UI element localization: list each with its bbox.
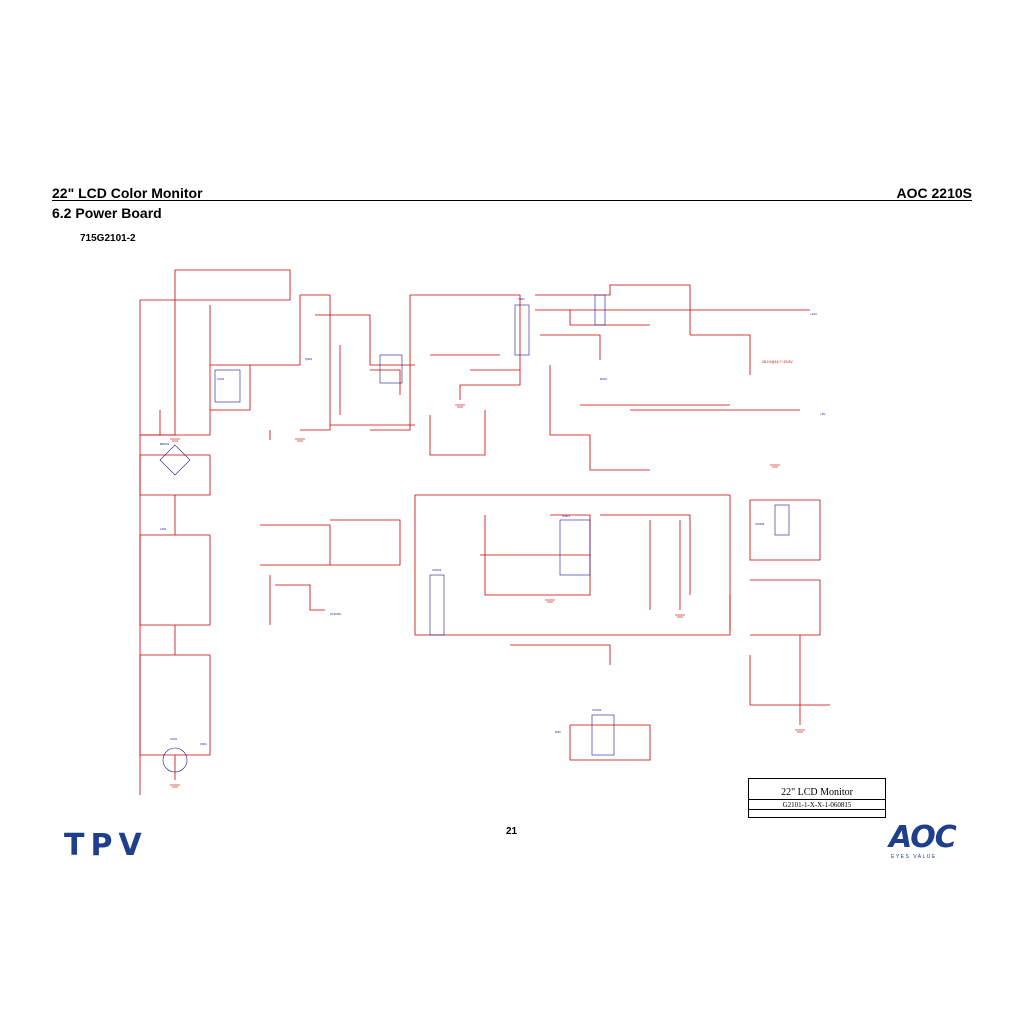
aoc-logo-tagline: EYES VALUE: [891, 854, 937, 860]
power-board-schematic: BD901 U901 Q901 T901 IC901 CN901 CN902 C…: [139, 269, 830, 795]
label-l901: L901: [160, 527, 167, 531]
aoc-logo: AOC EYES VALUE: [885, 820, 961, 862]
label-cn902: CN902: [592, 708, 602, 712]
label-ic901: IC901: [562, 514, 570, 518]
label-f901: F901: [200, 742, 207, 746]
title-block-document-number: G2101-1-X-X-1-060815: [782, 801, 852, 809]
title-block-rule: [749, 799, 885, 800]
title-block-rule: [749, 809, 885, 810]
title-block: 22" LCD Monitor G2101-1-X-X-1-060815: [748, 778, 886, 818]
tpv-logo: TPV: [64, 828, 148, 863]
component-labels: BD901 U901 Q901 T901 IC901 CN901 CN902 C…: [160, 297, 825, 746]
model-name: AOC 2210S: [896, 185, 972, 201]
component-bodies: [159, 294, 790, 773]
ground-symbols: [170, 404, 805, 788]
board-number: 715G2101-2: [80, 233, 136, 244]
title-block-title: 22" LCD Monitor: [781, 787, 853, 798]
section-title: 6.2 Power Board: [52, 205, 162, 221]
label-c901: C901: [170, 737, 178, 741]
net-dim: DIM: [555, 730, 561, 734]
label-t901: T901: [518, 297, 525, 301]
voltage-annotation: 28.1V@16.7~29.5V: [762, 360, 793, 364]
label-bd901: BD901: [160, 442, 170, 446]
document-title: 22" LCD Color Monitor: [52, 185, 203, 201]
label-q901: Q901: [305, 357, 313, 361]
aoc-logo-word: AOC: [889, 820, 957, 855]
header-rule: [52, 200, 972, 201]
label-cn903: CN903: [755, 522, 765, 526]
page-number: 21: [506, 826, 518, 837]
label-d910: D910: [600, 377, 608, 381]
label-u901: U901: [217, 377, 225, 381]
net-5v: +5V: [820, 412, 825, 416]
label-cn901: CN901: [432, 568, 442, 572]
net-16v: +16V: [810, 312, 817, 316]
wires: [139, 269, 830, 795]
net-on-off: ON/OFF: [330, 612, 341, 616]
